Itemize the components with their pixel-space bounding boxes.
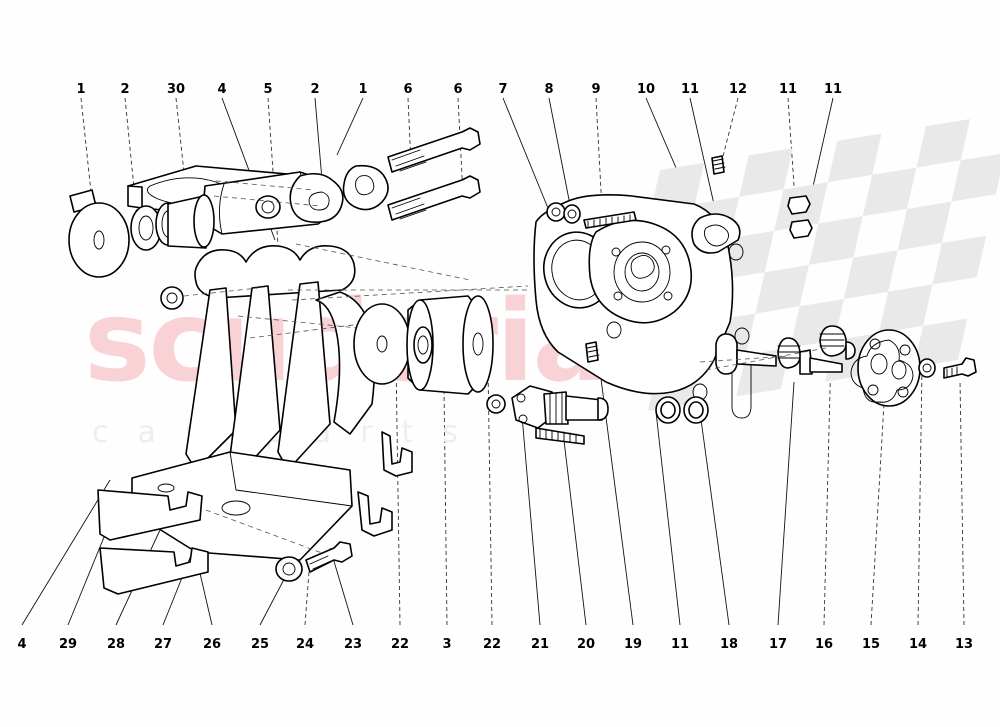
- callout-number: 17: [768, 637, 788, 652]
- upper-left-cylinder-group: [68, 164, 389, 278]
- leader-line: [655, 411, 681, 626]
- callout-number: 11: [778, 82, 798, 97]
- callout-number: 29: [58, 637, 78, 652]
- callout-number: 22: [390, 637, 410, 652]
- callout-number: 6: [403, 82, 413, 97]
- callout-number: 14: [908, 637, 928, 652]
- callout-number: 12: [728, 82, 748, 97]
- leader-line: [395, 359, 401, 626]
- leader-line: [959, 379, 965, 626]
- callout-number: 15: [861, 637, 881, 652]
- housing-hardware-group: [546, 155, 813, 363]
- leader-line: [596, 347, 634, 626]
- callout-number: 5: [263, 82, 273, 97]
- leader-line: [917, 366, 923, 626]
- leader-line: [699, 411, 730, 626]
- leader-line: [562, 431, 587, 626]
- callout-number: 24: [295, 637, 315, 652]
- callout-number: 16: [814, 637, 834, 652]
- callout-number: 1: [76, 82, 86, 97]
- callout-number: 4: [217, 82, 227, 97]
- leader-line: [21, 479, 111, 626]
- lower-hardware-group: [275, 541, 353, 582]
- callout-number: 9: [591, 82, 601, 97]
- leader-line: [336, 97, 364, 156]
- callout-number: 6: [453, 82, 463, 97]
- callout-number: 25: [250, 637, 270, 652]
- leader-line: [870, 369, 887, 626]
- leader-line: [721, 97, 739, 161]
- callout-number: 27: [153, 637, 173, 652]
- callout-number: 8: [544, 82, 554, 97]
- leader-line: [548, 97, 573, 216]
- flanged-shaft-group: [486, 385, 609, 445]
- leader-line: [823, 351, 832, 626]
- callout-number: 22: [482, 637, 502, 652]
- callout-number: 20: [576, 637, 596, 652]
- callout-number: 1: [358, 82, 368, 97]
- callout-number: 2: [310, 82, 320, 97]
- callout-number: 23: [343, 637, 363, 652]
- callout-number: 7: [498, 82, 508, 97]
- callout-number: 3: [442, 637, 452, 652]
- leader-line: [502, 97, 553, 219]
- leader-line: [80, 97, 96, 231]
- lower-left-bracket-group: [97, 244, 413, 595]
- callout-number: 28: [106, 637, 126, 652]
- leader-line: [487, 367, 493, 626]
- leader-line: [520, 403, 541, 626]
- callout-number: 11: [680, 82, 700, 97]
- long-bolt-group: [387, 127, 481, 221]
- callout-number: 11: [823, 82, 843, 97]
- callout-number: 21: [530, 637, 550, 652]
- right-housing-group: [533, 194, 777, 419]
- callout-number: 30: [166, 82, 186, 97]
- leader-line: [457, 97, 464, 196]
- o-ring-group: [655, 396, 709, 424]
- callout-number: 4: [17, 637, 27, 652]
- callout-number: 2: [120, 82, 130, 97]
- center-pulley-group: [288, 243, 530, 395]
- right-gear-group: [777, 325, 977, 407]
- leader-line: [777, 381, 795, 626]
- callout-number: 13: [954, 637, 974, 652]
- callout-number: 11: [670, 637, 690, 652]
- callout-number: 18: [719, 637, 739, 652]
- callout-number: 19: [623, 637, 643, 652]
- callout-number: 26: [202, 637, 222, 652]
- callout-number: 10: [636, 82, 656, 97]
